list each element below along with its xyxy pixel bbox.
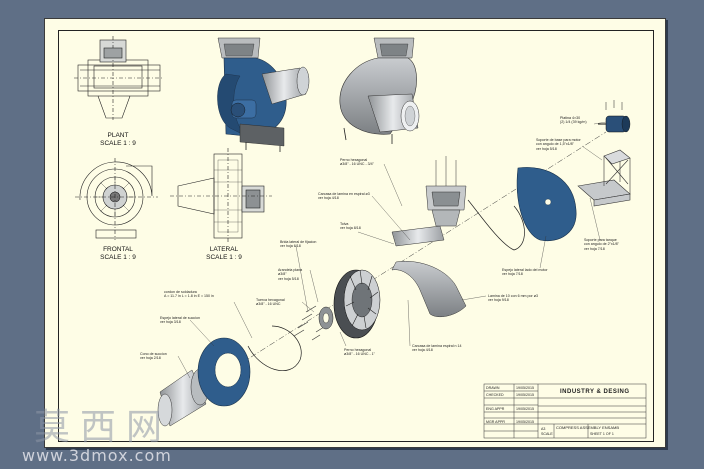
- impeller: [333, 269, 381, 339]
- plant-view: [74, 36, 164, 120]
- tb-date-1: 19/05/2015: [516, 386, 534, 390]
- tb-company: INDUSTRY & DESING: [560, 389, 630, 395]
- scroll-housing-strip: [391, 225, 467, 317]
- suction-side-plate: [197, 337, 251, 407]
- iso-fan-blue: [217, 37, 310, 152]
- exploded-assembly: [157, 100, 631, 427]
- watermark-url: www.3dmox.com: [22, 446, 172, 465]
- leader-lines: [177, 121, 607, 379]
- lateral-scale-text: SCALE 1 : 9: [206, 254, 242, 261]
- side-wire: [467, 199, 525, 251]
- motor-side-plate: [516, 167, 577, 242]
- tb-row-checked: CHECKED: [486, 393, 504, 397]
- frontal-scale-text: SCALE 1 : 9: [100, 254, 136, 261]
- iso-fan-metal: [339, 37, 420, 144]
- title-block: [483, 383, 647, 439]
- frontal-title-text: FRONTAL: [103, 246, 133, 253]
- lateral-title-text: LATERAL: [209, 246, 239, 253]
- watermark-chinese: 莫西网: [34, 407, 173, 448]
- lateral-view-title: LATERAL SCALE 1 : 9: [200, 246, 248, 262]
- frontal-view: [75, 158, 158, 240]
- plant-title-text: PLANT: [107, 132, 129, 139]
- tb-row-mgr: MGR APPR: [486, 420, 505, 424]
- lateral-view: [170, 148, 272, 244]
- frontal-view-title: FRONTAL SCALE 1 : 9: [94, 246, 142, 262]
- motor: [598, 100, 631, 133]
- tb-sheet: SHEET 1 OF 1: [590, 432, 614, 436]
- plant-scale-text: SCALE 1 : 9: [100, 140, 136, 147]
- tb-date-3: 19/05/2015: [516, 407, 534, 411]
- tb-drawing-name: COMPRESS ASSEMBLY ENSAMB: [556, 425, 619, 430]
- drawing-border: [58, 30, 654, 442]
- annotation-platina: Platina 4×30(2) 1/4 (39 kg/m): [560, 116, 587, 125]
- tb-scale-label: SCALE: [541, 432, 553, 436]
- tb-size: A3: [541, 427, 546, 431]
- tb-date-2: 19/05/2015: [516, 393, 534, 397]
- tb-row-eng: ENG APPR: [486, 407, 505, 411]
- tb-row-drawn: DRAWN: [486, 386, 500, 390]
- motor-base: [577, 149, 631, 207]
- weld-ring: [247, 325, 302, 371]
- plant-view-title: PLANT SCALE 1 : 9: [96, 132, 140, 148]
- tb-date-4: 19/05/2015: [516, 420, 534, 424]
- hopper: [425, 156, 467, 227]
